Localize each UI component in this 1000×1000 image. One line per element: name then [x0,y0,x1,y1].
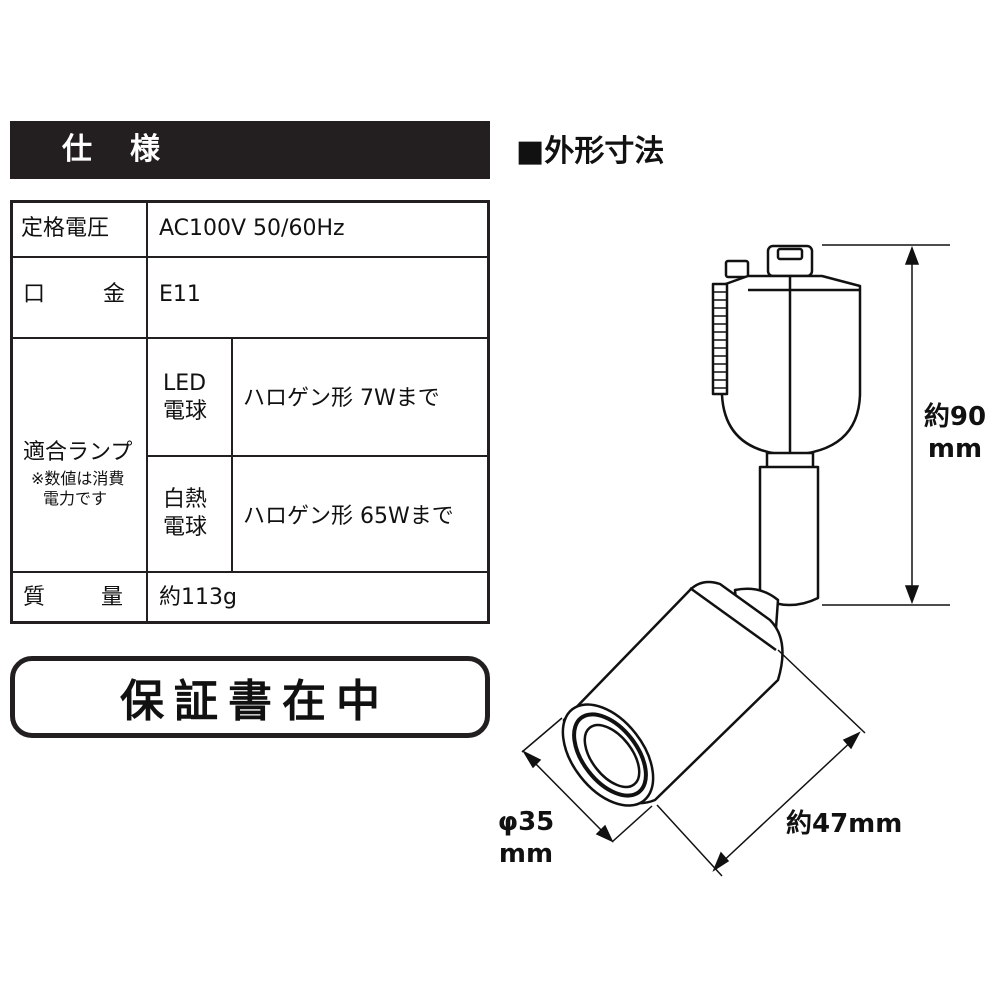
spec-header: 仕様 [10,121,490,179]
mass-label-text: 質量 [23,585,180,610]
lamp-note-line2: 電力です [43,489,108,508]
track-connector-illustration [711,244,862,457]
diameter-unit: mm [498,839,554,869]
table-divider [146,203,148,621]
height-unit: mm [927,434,983,464]
incandescent-label-line2: 電球 [163,515,208,540]
lamp-note-line1: ※数値は消費 [31,469,125,488]
table-divider [13,256,487,258]
incandescent-label-line1: 白熱 [163,487,208,512]
warranty-text: 保証書在中 [120,676,390,727]
warranty-badge: 保証書在中 [10,656,490,738]
table-divider [231,337,233,571]
base-value: E11 [159,282,201,307]
height-value: 約90 [923,402,987,432]
base-label: 口金 [23,281,138,309]
led-value: ハロゲン形 7Wまで [243,386,440,411]
table-divider [13,337,487,339]
diameter-value: φ35 [497,807,555,837]
incandescent-value: ハロゲン形 65Wまで [243,504,454,529]
led-label-line1: LED [163,371,207,396]
diameter-dimension-label: φ35 mm [486,806,566,870]
arm-illustration [758,465,820,607]
base-label-text: 口金 [23,282,184,307]
spec-header-title: 仕様 [62,132,198,167]
led-label-line2: 電球 [163,399,208,424]
connector-ribs [713,291,727,389]
mass-value: 約113g [159,585,237,610]
rated-voltage-value: AC100V 50/60Hz [159,216,345,241]
spec-table: 定格電圧 AC100V 50/60Hz 口金 E11 適合ランプ ※数値は消費 … [10,200,490,624]
mass-label: 質量 [23,584,179,612]
dimensions-title: ■外形寸法 [516,134,665,169]
length-dimension-label: 約47mm [786,809,903,839]
table-divider [13,571,487,573]
table-divider [146,455,487,457]
lamp-label: 適合ランプ [23,440,133,465]
rated-voltage-label: 定格電圧 [21,216,110,241]
height-dimension-label: 約90 mm [910,401,1000,465]
